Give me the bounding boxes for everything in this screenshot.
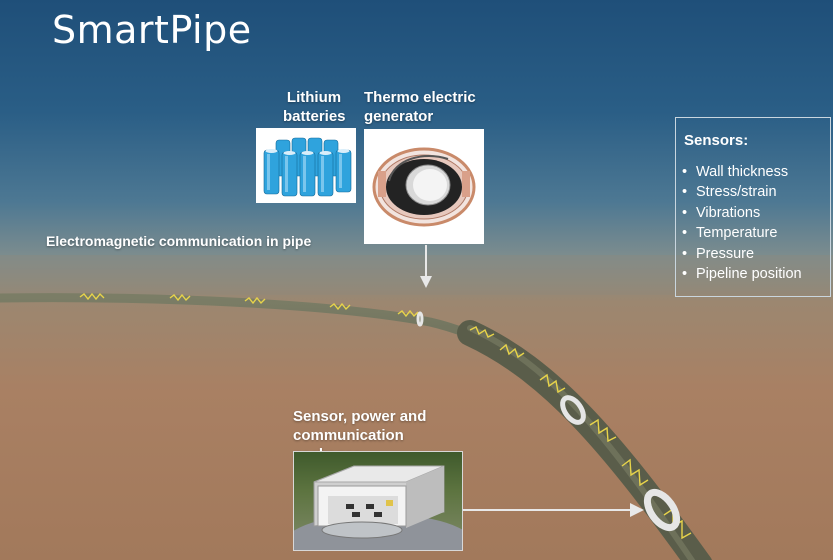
zigzag — [499, 343, 525, 359]
zigzag — [589, 418, 617, 443]
sensor-item: •Vibrations — [682, 204, 761, 221]
arrow-package-to-pipe — [463, 503, 644, 517]
sensor-item-label: Vibrations — [696, 204, 761, 221]
sensor-package-image — [293, 451, 463, 551]
sensor-item: •Pipeline position — [682, 266, 802, 283]
thermo-generator-ring-icon — [372, 147, 476, 227]
horizon-haze — [0, 255, 833, 295]
sensors-list: •Wall thickness •Stress/strain •Vibratio… — [682, 162, 802, 284]
sensor-item-label: Pressure — [696, 245, 755, 262]
sensor-item: •Stress/strain — [682, 184, 777, 201]
lithium-batteries-label: Lithium batteries — [283, 89, 346, 125]
joint-ring — [416, 311, 424, 327]
sensor-item-label: Pipeline position — [696, 266, 802, 283]
thermo-generator-label: Thermo electric generator — [364, 89, 476, 125]
pipe-joint-rings — [416, 311, 681, 532]
sensor-package-icon — [294, 465, 462, 550]
zigzag — [397, 309, 419, 318]
page-title: SmartPipe — [52, 8, 252, 52]
zigzag — [469, 326, 495, 338]
zigzag — [244, 296, 266, 305]
sensor-item-label: Stress/strain — [696, 184, 777, 201]
sensor-item: •Pressure — [682, 245, 755, 262]
pipeline-highlight — [467, 325, 696, 560]
joint-ring — [560, 395, 586, 425]
zigzag — [621, 458, 649, 487]
joint-ring — [643, 488, 681, 532]
sensor-item: •Wall thickness — [682, 164, 789, 180]
lithium-batteries-image — [256, 128, 356, 203]
zigzag — [169, 293, 191, 302]
battery-cells-icon — [263, 137, 352, 197]
zigzag — [79, 292, 105, 301]
arrow-thermo-to-pipe — [420, 245, 432, 288]
zigzag — [539, 373, 566, 394]
sensors-title: Sensors: — [684, 132, 749, 149]
sensor-item: •Temperature — [682, 225, 778, 242]
sensor-item-label: Wall thickness — [696, 164, 789, 180]
zigzag — [329, 302, 351, 311]
em-communication-label: Electromagnetic communication in pipe — [46, 233, 312, 249]
sensors-panel: Sensors: •Wall thickness •Stress/strain … — [675, 117, 831, 297]
thermo-generator-image — [364, 129, 484, 244]
sensor-item-label: Temperature — [696, 225, 778, 242]
